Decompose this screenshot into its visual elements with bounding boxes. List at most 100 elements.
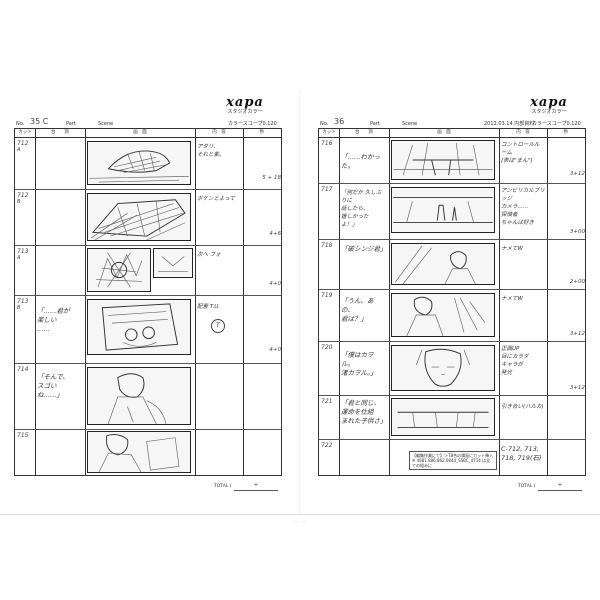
duration: 3+12 xyxy=(569,385,585,391)
frame-sketch xyxy=(87,248,151,292)
frame-sketch xyxy=(391,293,495,337)
frame-sketch xyxy=(391,140,495,180)
no-label: No. xyxy=(320,121,329,127)
col-voice: 台 詞 xyxy=(355,130,373,135)
total-label: TOTAL ( xyxy=(214,484,232,489)
cut-row: 715 xyxy=(15,429,281,477)
scene-label: Scene xyxy=(98,121,114,127)
total-value: + xyxy=(538,482,582,491)
frame-sketch xyxy=(87,431,191,473)
column-header: カット 台 詞 画 面 内 容 秒 xyxy=(15,129,281,138)
cut-number: 722 xyxy=(321,442,333,449)
cut-number: 714 xyxy=(17,366,29,373)
dialogue: 「何だか 久しぶりに 話したら、 嬉しかった よ！」 xyxy=(341,190,382,228)
cut-number: 721 xyxy=(321,398,333,405)
content-note: 配置 T.U. xyxy=(197,304,220,310)
dialogue: 「そんで、 スゴい ね……」 xyxy=(37,373,69,399)
col-voice: 台 詞 xyxy=(51,130,69,135)
frame-sketch xyxy=(87,193,191,241)
frame-sketch xyxy=(87,367,191,425)
duration: 2+00 xyxy=(569,279,585,285)
content-note: ナメてW xyxy=(501,246,523,252)
duration: 3+12 xyxy=(569,331,585,337)
duration: 4+0 xyxy=(269,347,281,353)
page-bottom-edge xyxy=(0,514,600,515)
content-note: 正面UP 目にカラダ キャラが 発光 xyxy=(501,346,529,376)
cut-number: 719 xyxy=(321,292,333,299)
cut-number: 717 xyxy=(321,186,333,193)
part-label: Part xyxy=(370,121,380,127)
sheet-number: 35 C xyxy=(30,117,49,126)
sheet-number: 36 xyxy=(334,117,345,126)
cut-number: 718 xyxy=(321,242,333,249)
frame-sketch xyxy=(87,299,191,355)
grid-line xyxy=(339,129,340,475)
grid-line xyxy=(499,129,500,475)
color-scope-label: カラースコープ0.120 xyxy=(228,121,277,127)
dialogue: 「僕はカヲル。 渚カヲル。」 xyxy=(341,351,377,377)
duration: 5 + 18 xyxy=(262,175,281,181)
content-note: ナメてW xyxy=(501,296,523,302)
col-time: 秒 xyxy=(563,130,569,135)
duration: 4+6 xyxy=(269,231,281,237)
cut-row: 718 「破シンジ君」 ナメてW 2+00 xyxy=(319,239,585,290)
studio-logo: xapa スタジオカラー xyxy=(516,96,582,118)
left-storyboard-page: xapa スタジオカラー No. 35 C Part Scene カラースコープ… xyxy=(14,96,282,500)
col-cut: カット xyxy=(18,130,32,135)
storyboard-grid: カット 台 詞 画 面 内 容 秒 716 「……わかった。 コントロールルーム… xyxy=(318,128,586,476)
cut-row: 722 【編集作業にて】＞TB合の場面にカット挿入 ※ 4981.886.862… xyxy=(319,439,585,477)
edit-note: 【編集作業にて】＞TB合の場面にカット挿入 ※ 4981.886.862.084… xyxy=(409,451,497,470)
frame-sketch xyxy=(391,243,495,285)
cut-row: 716 「……わかった。 コントロールルーム [表は"まん"] 3+12 xyxy=(319,137,585,184)
content-note: コントロールルーム [表は"まん"] xyxy=(501,142,540,164)
sheet-footer: TOTAL ( + xyxy=(14,480,282,492)
content-note: C-712, 713, 718, 719(石) xyxy=(501,445,542,462)
cut-number: 720 xyxy=(321,344,333,351)
cut-number: 715 xyxy=(17,432,29,439)
column-header: カット 台 詞 画 面 内 容 秒 xyxy=(319,129,585,138)
grid-line xyxy=(195,129,196,475)
sheet-header: No. 35 C Part Scene カラースコープ0.120 xyxy=(14,117,282,128)
dialogue: 「うん、あの、 君は？」 xyxy=(341,297,374,323)
content-note: 引き合い(ハルカ) xyxy=(501,404,544,410)
dialogue: 「破シンジ君」 xyxy=(341,245,387,253)
cut-number: 716 xyxy=(321,140,333,147)
color-scope-label: カラースコープ0.120 xyxy=(532,121,581,127)
cut-row: 717 「何だか 久しぶりに 話したら、 嬉しかった よ！」 アンビリカルブリッ… xyxy=(319,183,585,240)
duration: 4+0 xyxy=(269,281,281,287)
grid-line xyxy=(85,129,86,475)
logo-mark: xapa xyxy=(226,95,264,110)
frame-sketch xyxy=(87,141,191,185)
duration: 3+12 xyxy=(569,171,585,177)
col-content: 内 容 xyxy=(516,130,530,135)
spine-gap xyxy=(299,90,301,514)
cut-row: 720 「僕はカヲル。 渚カヲル。」 正面UP 目にカラダ キャラが 発光 3+… xyxy=(319,341,585,396)
part-label: Part xyxy=(66,121,76,127)
no-label: No. xyxy=(16,121,25,127)
frame-sketch xyxy=(391,187,495,233)
logo-subtitle: スタジオカラー xyxy=(531,109,567,115)
frame-sketch xyxy=(391,345,495,391)
cut-row: 714 「そんで、 スゴい ね……」 xyxy=(15,363,281,430)
duration: 3+00 xyxy=(569,229,585,235)
col-frame: 画 面 xyxy=(133,130,147,135)
scene-label: Scene xyxy=(402,121,418,127)
content-note: アンビリカルブリッジ カメラ…… 探偵者 ちゃんは好き xyxy=(501,188,545,226)
total-value: + xyxy=(234,482,278,491)
sheet-date: 2012.03.14 内部資料 xyxy=(484,121,535,127)
content-note: 次へ フォ xyxy=(197,252,221,258)
frame-sketch xyxy=(391,398,495,436)
content-note: アタリ、 それと紫。 xyxy=(197,144,225,158)
logo-subtitle: スタジオカラー xyxy=(227,109,263,115)
grid-line xyxy=(547,129,548,475)
dialogue: 「君と同じ、 運命を仕組 まれた子供さ」 xyxy=(341,399,387,425)
frame-sketch-inset xyxy=(153,248,193,278)
content-note: ボケンとよって xyxy=(197,196,235,202)
